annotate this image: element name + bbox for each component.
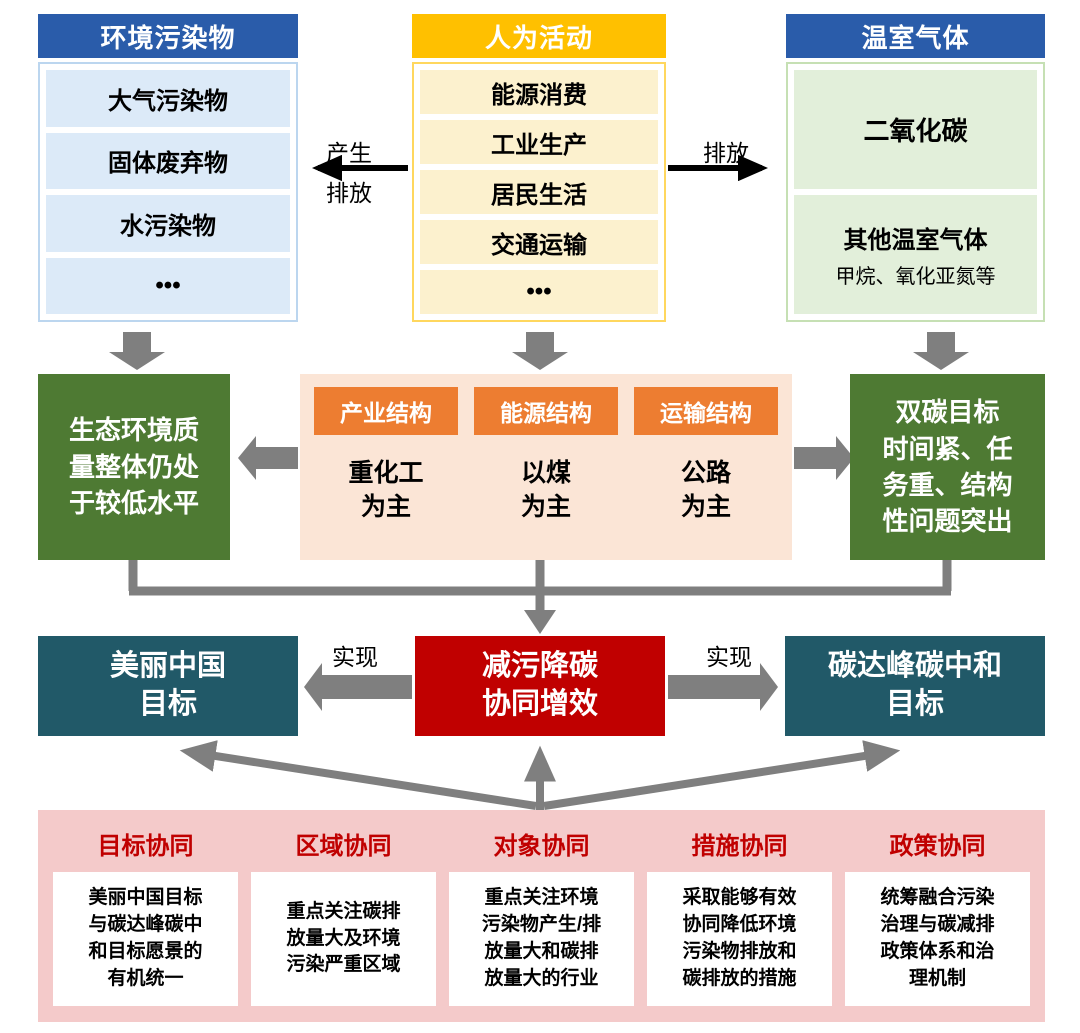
activity-item-more: ••• xyxy=(420,270,658,314)
synergy-policy-body: 统筹融合污染 治理与碳减排 政策体系和治 理机制 xyxy=(845,872,1030,1006)
activity-item: 能源消费 xyxy=(420,70,658,114)
carbon-goal-box: 碳达峰碳中和 目标 xyxy=(785,636,1045,736)
down-arrow-pollutants-icon xyxy=(109,332,165,370)
synergy-measure-body: 采取能够有效 协同降低环境 污染物排放和 碳排放的措施 xyxy=(647,872,832,1006)
structure-transport-header: 运输结构 xyxy=(634,387,778,435)
ghg-other-label: 其他温室气体 xyxy=(843,227,988,254)
right-arrow-carbon-icon xyxy=(794,436,854,480)
emit-left-label: 排放 xyxy=(326,180,372,206)
synergy-goal-col: 目标协同 美丽中国目标 与碳达峰碳中 和目标愿景的 有机统一 xyxy=(53,826,238,1006)
up-arrow-right-icon xyxy=(543,740,901,810)
pollutants-header: 环境污染物 xyxy=(38,14,298,58)
synergy-object-body: 重点关注环境 污染物产生/排 放量大和碳排 放量大的行业 xyxy=(449,872,634,1006)
pollutant-item: 水污染物 xyxy=(46,195,290,252)
carbon-status-box: 双碳目标 时间紧、任 务重、结构 性问题突出 xyxy=(850,374,1045,560)
synergy-region-body: 重点关注碳排 放量大及环境 污染严重区域 xyxy=(251,872,436,1006)
synergy-measure-title: 措施协同 xyxy=(691,833,788,860)
synergy-object-col: 对象协同 重点关注环境 污染物产生/排 放量大和碳排 放量大的行业 xyxy=(449,826,634,1006)
synergy-panel: 目标协同 美丽中国目标 与碳达峰碳中 和目标愿景的 有机统一 区域协同 重点关注… xyxy=(38,810,1045,1022)
converge-connector-line xyxy=(128,560,952,612)
synergy-policy-col: 政策协同 统筹融合污染 治理与碳减排 政策体系和治 理机制 xyxy=(845,826,1030,1006)
pollutant-item: 固体废弃物 xyxy=(46,132,290,189)
synergy-measure-col: 措施协同 采取能够有效 协同降低环境 污染物排放和 碳排放的措施 xyxy=(647,826,832,1006)
ghg-other-item: 其他温室气体 甲烷、氧化亚氮等 xyxy=(794,195,1037,314)
synergy-region-col: 区域协同 重点关注碳排 放量大及环境 污染严重区域 xyxy=(251,826,436,1006)
pollutants-panel: 大气污染物 固体废弃物 水污染物 ••• xyxy=(38,62,298,322)
produce-label: 产生 xyxy=(326,140,372,166)
synergy-goal-title: 目标协同 xyxy=(97,833,194,860)
structure-industry: 产业结构 重化工 为主 xyxy=(314,387,458,547)
converge-arrowhead-icon xyxy=(524,610,556,634)
eco-status-box: 生态环境质 量整体仍处 于较低水平 xyxy=(38,374,230,560)
left-arrow-eco-icon xyxy=(238,436,298,480)
achieve-left-label: 实现 xyxy=(332,644,378,670)
synergy-core-box: 减污降碳 协同增效 xyxy=(415,636,665,736)
pollutant-item: 大气污染物 xyxy=(46,70,290,127)
synergy-goal-body: 美丽中国目标 与碳达峰碳中 和目标愿景的 有机统一 xyxy=(53,872,238,1006)
synergy-policy-title: 政策协同 xyxy=(889,833,986,860)
structure-transport-body: 公路 为主 xyxy=(680,459,731,521)
structure-transport: 运输结构 公路 为主 xyxy=(634,387,778,547)
activities-panel: 能源消费 工业生产 居民生活 交通运输 ••• xyxy=(412,62,666,322)
structure-industry-header: 产业结构 xyxy=(314,387,458,435)
structure-energy-body: 以煤 为主 xyxy=(520,459,571,521)
down-arrow-activities-icon xyxy=(512,332,568,370)
emit-right-label: 排放 xyxy=(703,140,749,166)
synergy-object-title: 对象协同 xyxy=(493,833,590,860)
activity-item: 工业生产 xyxy=(420,120,658,164)
achieve-right-label: 实现 xyxy=(706,644,752,670)
ghg-panel: 二氧化碳 其他温室气体 甲烷、氧化亚氮等 xyxy=(786,62,1045,322)
ghg-header: 温室气体 xyxy=(786,14,1045,58)
pollutant-item-more: ••• xyxy=(46,257,290,314)
structure-industry-body: 重化工 为主 xyxy=(348,459,424,521)
ghg-other-sublabel: 甲烷、氧化亚氮等 xyxy=(835,266,996,288)
structure-energy: 能源结构 以煤 为主 xyxy=(474,387,618,547)
structures-panel: 产业结构 重化工 为主 能源结构 以煤 为主 运输结构 公路 为主 xyxy=(300,374,792,560)
activities-header: 人为活动 xyxy=(412,14,666,58)
structure-energy-header: 能源结构 xyxy=(474,387,618,435)
ghg-co2-item: 二氧化碳 xyxy=(794,70,1037,189)
down-arrow-ghg-icon xyxy=(913,332,969,370)
activity-item: 交通运输 xyxy=(420,220,658,264)
up-arrow-left-icon xyxy=(179,740,537,810)
synergy-region-title: 区域协同 xyxy=(295,833,392,860)
activity-item: 居民生活 xyxy=(420,170,658,214)
beautiful-china-goal-box: 美丽中国 目标 xyxy=(38,636,298,736)
